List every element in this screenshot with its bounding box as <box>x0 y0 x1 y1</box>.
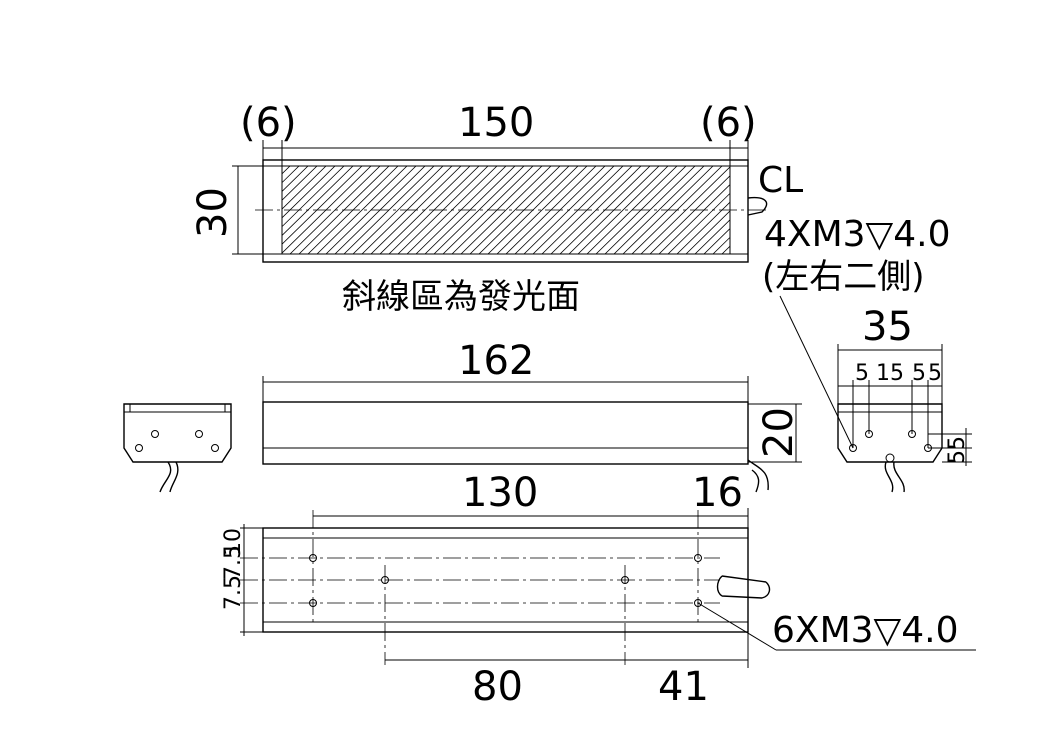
dim-bottom-41: 41 <box>658 664 709 710</box>
right-end-view: 35 5 15 5 5 5 5 4XM3▽4.0 (左右二側) <box>762 214 972 493</box>
bottom-view: 130 16 7.5 7.5 10 80 41 6XM3▽4.0 <box>221 470 976 710</box>
hatch-line <box>577 166 669 254</box>
side-view-outline <box>262 401 749 465</box>
hatch-line <box>282 166 309 192</box>
bottom-hole <box>694 599 702 607</box>
left-end-outline <box>123 403 232 463</box>
hatch-line <box>433 166 525 254</box>
dim-top-height: 30 <box>190 187 236 238</box>
hatch-line <box>316 166 408 254</box>
dim-end-v2: 5 <box>945 450 970 464</box>
dim-top-right-margin: (6) <box>700 100 757 146</box>
dim-side-height: 20 <box>756 407 802 458</box>
dim-bottom-v-75b: 7.5 <box>221 545 246 580</box>
bottom-hole <box>381 576 389 584</box>
left-end-hole <box>195 430 203 438</box>
dim-bottom-v-10: 10 <box>221 528 246 556</box>
dim-bottom-16: 16 <box>692 470 743 516</box>
end-hole-callout: 4XM3▽4.0 <box>764 214 950 255</box>
bottom-view-cable <box>716 575 771 599</box>
right-end-cable <box>884 461 905 493</box>
dim-top-length: 150 <box>458 100 534 146</box>
side-view-cable <box>747 459 769 493</box>
cl-label: CL <box>758 160 803 201</box>
left-end-hole <box>151 430 159 438</box>
hatch-line <box>282 166 300 184</box>
dim-bottom-130: 130 <box>462 470 538 516</box>
hatch-line <box>712 236 730 254</box>
left-end-view <box>123 403 232 493</box>
bottom-hole <box>309 599 317 607</box>
side-view: 162 20 <box>262 338 802 493</box>
left-end-hole <box>135 444 143 452</box>
dim-end-5c: 5 <box>928 361 942 386</box>
bottom-hole <box>309 554 317 562</box>
top-view: (6) 150 (6) 30 CL 斜線區為發光面 <box>190 100 803 317</box>
dim-end-5a: 5 <box>855 361 869 386</box>
dim-top-left-margin: (6) <box>240 100 297 146</box>
dim-end-v1: 5 <box>945 436 970 450</box>
hatch-line <box>703 228 730 254</box>
dim-bottom-80: 80 <box>472 664 523 710</box>
bottom-hole <box>694 554 702 562</box>
hatch-line <box>352 166 444 254</box>
dim-end-15: 15 <box>876 361 904 386</box>
hatch-line <box>613 166 705 254</box>
emitting-area-note: 斜線區為發光面 <box>342 277 580 317</box>
hatch-line <box>282 166 327 210</box>
dim-side-total-length: 162 <box>458 338 534 384</box>
hatch-line <box>460 166 552 254</box>
hatch-line <box>282 166 318 201</box>
hatch-line <box>694 219 730 254</box>
dim-end-width: 35 <box>862 304 913 350</box>
left-end-cable <box>159 461 179 493</box>
hatch-line <box>469 166 561 254</box>
dim-end-5b: 5 <box>912 361 926 386</box>
dim-bottom-v-75a: 7.5 <box>221 575 246 610</box>
hatch-line <box>685 210 730 254</box>
right-end-outline <box>837 403 943 463</box>
bottom-hole-callout: 6XM3▽4.0 <box>772 610 958 651</box>
hatch-line <box>496 166 588 254</box>
top-view-cable <box>747 196 768 216</box>
end-hole-callout-note: (左右二側) <box>762 257 925 297</box>
left-end-hole <box>211 444 219 452</box>
bottom-hole <box>621 576 629 584</box>
top-view-outline <box>262 159 749 263</box>
